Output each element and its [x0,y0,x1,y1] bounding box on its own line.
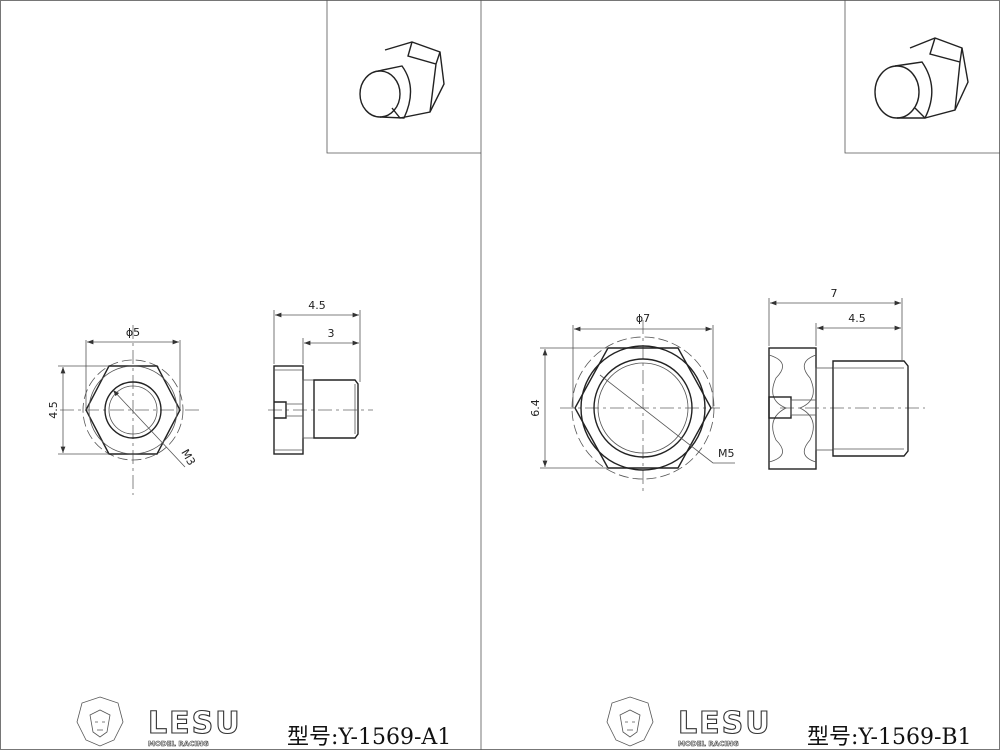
iso-view-a1 [326,0,481,154]
lesu-logo-subtext: MODEL RACING [678,740,739,748]
lesu-logo-text: LESU [678,706,772,741]
model-number-b1: 型号:Y-1569-B1 [807,725,972,750]
lion-logo-icon [606,696,654,747]
side-view-a1: 4.5 3 [268,299,373,455]
model-number-a1: 型号:Y-1569-A1 [287,725,451,750]
dim-shank-length-b1: 4.5 [848,312,866,325]
title-block-b1: LESU MODEL RACING 型号:Y-1569-B1 [606,696,972,750]
side-view-b1: 7 4.5 [768,287,925,470]
front-view-a1: ϕ5 4.5 M3 [47,325,200,495]
dim-flats-b1: 6.4 [529,399,542,417]
part-a1-panel: ϕ5 4.5 M3 4.5 3 [47,0,481,750]
dim-flats-a1: 4.5 [47,401,60,419]
front-view-b1: ϕ7 6.4 M5 [529,312,735,492]
dim-shank-length-a1: 3 [328,327,335,340]
dim-total-length-b1: 7 [831,287,838,300]
lesu-logo-subtext: MODEL RACING [148,740,209,748]
lion-logo-icon [76,696,124,747]
dim-thread-b1: M5 [718,447,735,460]
part-b1-panel: ϕ7 6.4 M5 7 4.5 [529,0,1000,750]
dim-thread-a1: M3 [178,447,198,468]
dim-diameter-b1: ϕ7 [636,312,650,325]
title-block-a1: LESU MODEL RACING 型号:Y-1569-A1 [76,696,451,750]
dim-total-length-a1: 4.5 [308,299,326,312]
iso-view-b1 [844,0,1000,154]
dim-diameter-a1: ϕ5 [126,326,140,339]
lesu-logo-text: LESU [148,706,242,741]
